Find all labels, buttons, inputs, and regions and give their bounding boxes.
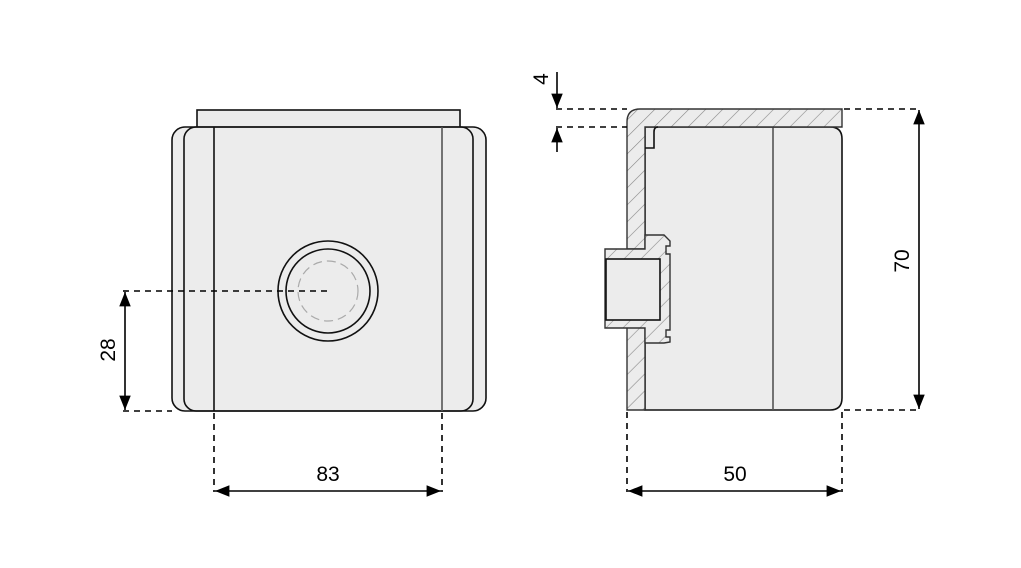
dimension-height: 70 bbox=[844, 108, 925, 411]
side-view bbox=[604, 108, 843, 411]
dimension-label-83: 83 bbox=[316, 463, 339, 486]
inner-body bbox=[644, 126, 843, 411]
enclosure-outer bbox=[171, 126, 487, 412]
dimension-label-50: 50 bbox=[723, 463, 746, 486]
cable-gland-inner bbox=[285, 248, 371, 334]
dimension-width: 83 bbox=[213, 413, 443, 497]
dimension-depth: 50 bbox=[626, 412, 843, 497]
front-view bbox=[171, 109, 487, 412]
enclosure-inner bbox=[183, 126, 474, 412]
dimension-center-height: 28 bbox=[97, 290, 332, 412]
dimension-label-28: 28 bbox=[97, 338, 120, 361]
lid-top bbox=[196, 109, 461, 129]
lid-notch bbox=[645, 126, 659, 149]
gland-bore bbox=[605, 258, 661, 321]
dimension-lid-thickness: 4 bbox=[530, 72, 627, 152]
lid-section bbox=[626, 108, 843, 250]
dimension-label-70: 70 bbox=[891, 249, 914, 272]
knockout-hidden bbox=[297, 260, 359, 322]
dimension-label-4: 4 bbox=[530, 73, 553, 85]
wall-lower-section bbox=[626, 326, 646, 411]
